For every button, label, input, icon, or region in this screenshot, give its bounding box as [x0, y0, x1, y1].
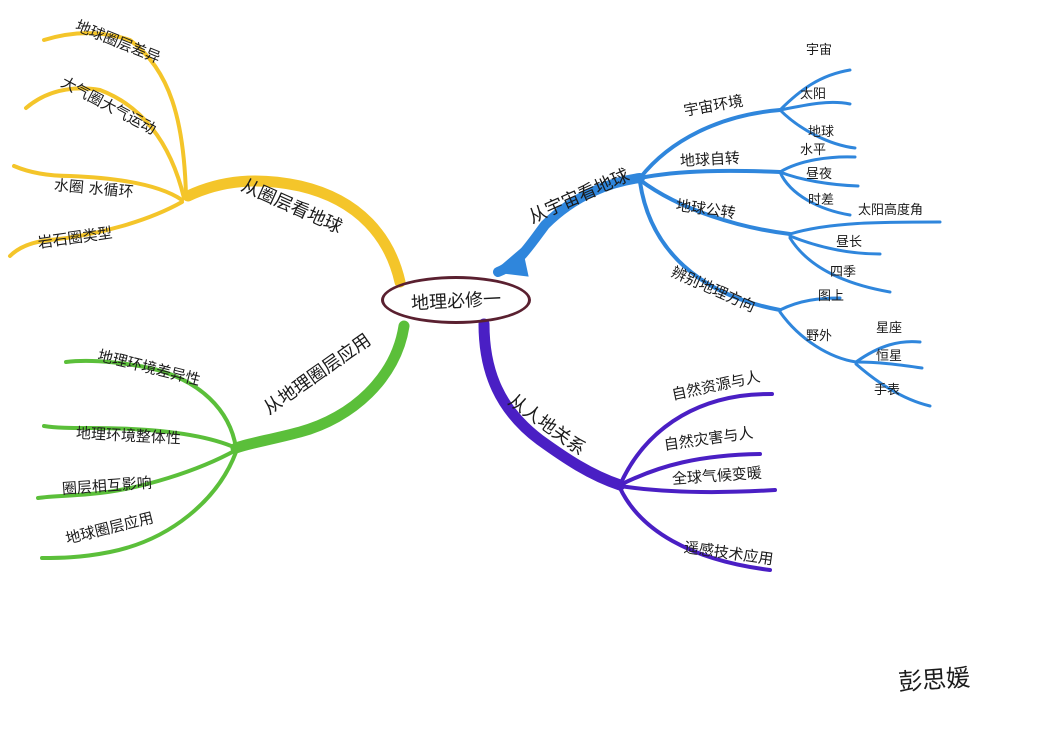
blue-outdoor-1 — [854, 340, 922, 364]
revolution-item-day-length: 昼长 — [836, 235, 863, 250]
blue-to-cosmic — [638, 108, 782, 180]
blue-revolution-2 — [788, 234, 882, 256]
upper-left-twig-1 — [42, 31, 188, 198]
upper-left-trunk — [182, 175, 406, 288]
blue-cosmic-1 — [778, 68, 852, 112]
blue-outdoor-3 — [854, 362, 932, 408]
upper-left-twig-2 — [24, 86, 186, 200]
upper-right-branch-rotation: 地球自转 — [679, 148, 741, 170]
blue-revolution-1 — [788, 220, 942, 236]
blue-cosmic-2 — [778, 100, 852, 112]
upper-left-twig-4 — [8, 200, 184, 258]
lower-left-twig-4 — [40, 450, 238, 560]
lower-right-twig-1 — [618, 392, 774, 487]
outdoor-item-star: 恒星 — [876, 349, 903, 364]
blue-rotation-1 — [778, 155, 857, 174]
lower-left-twig-1 — [64, 358, 238, 450]
upper-right-branch-group — [492, 68, 942, 408]
revolution-item-four-seasons: 四季 — [830, 265, 857, 280]
direction-item-on-map: 图上 — [818, 289, 845, 304]
lower-left-twig-2 — [42, 424, 238, 450]
rotation-item-horizontal: 水平 — [800, 143, 827, 158]
center-title: 地理必修一 — [410, 288, 502, 315]
blue-to-rotation — [638, 168, 782, 180]
lower-right-twig-2 — [618, 452, 762, 487]
cosmic-item-sun: 太阳 — [800, 87, 827, 102]
author-signature: 彭思媛 — [897, 663, 972, 697]
blue-outdoor-2 — [854, 360, 924, 370]
blue-to-revolution — [638, 178, 792, 236]
blue-direction-2 — [778, 310, 858, 364]
upper-left-branch-group — [8, 31, 406, 288]
lower-left-branch-group — [36, 320, 410, 560]
blue-rotation-2 — [778, 170, 860, 188]
lower-right-twig-4 — [618, 486, 772, 572]
lower-left-twig-3 — [36, 448, 238, 500]
outdoor-item-constellation: 星座 — [876, 321, 903, 336]
blue-cosmic-3 — [778, 108, 857, 150]
rotation-item-day-night: 昼夜 — [806, 167, 833, 182]
revolution-item-solar-altitude: 太阳高度角 — [858, 203, 924, 218]
cosmic-item-universe: 宇宙 — [806, 43, 833, 58]
center-node: 地理必修一 — [381, 276, 531, 324]
blue-to-direction — [638, 180, 782, 312]
direction-item-outdoors: 野外 — [806, 329, 833, 344]
blue-direction-1 — [778, 296, 842, 312]
lower-right-twig-3 — [618, 484, 777, 495]
blue-arrowhead — [492, 247, 529, 277]
lower-left-trunk — [230, 320, 410, 454]
outdoor-item-watch: 手表 — [874, 383, 901, 398]
cosmic-item-earth: 地球 — [808, 125, 835, 140]
lower-right-trunk — [478, 318, 626, 491]
upper-left-twig-3 — [12, 164, 184, 202]
blue-revolution-3 — [788, 236, 892, 294]
lower-right-branch-group — [478, 318, 777, 572]
blue-rotation-3 — [778, 170, 852, 217]
rotation-item-time-difference: 时差 — [808, 193, 835, 208]
